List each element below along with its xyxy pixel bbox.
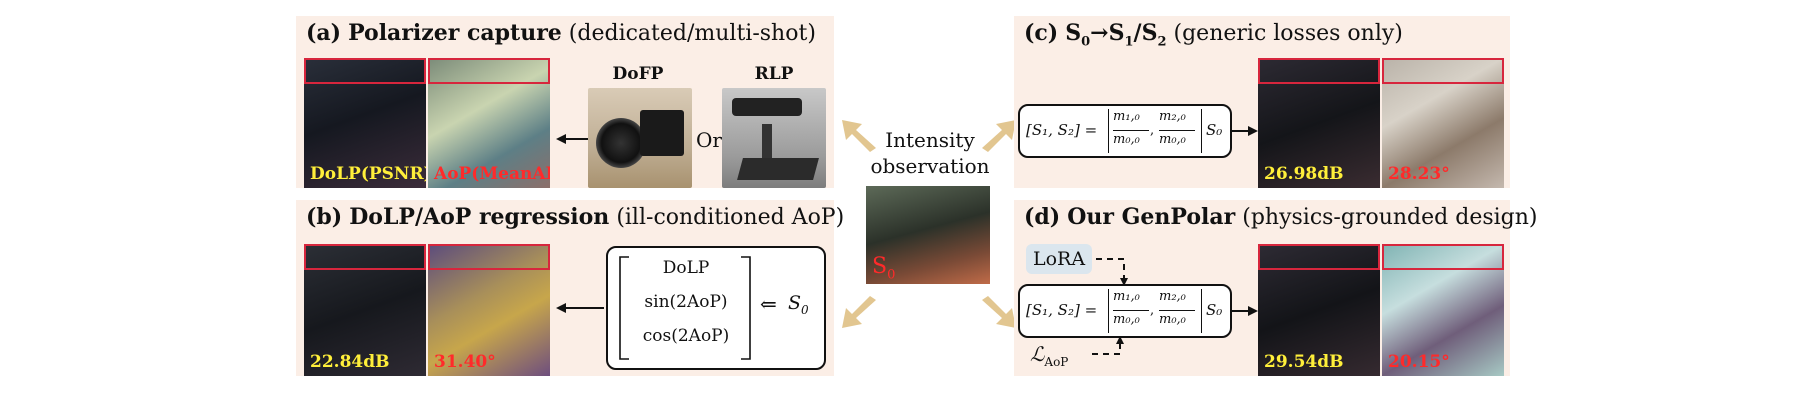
vector-row-cos: cos(2AoP) [642,326,730,346]
frac1-num: m₁,₀ [1113,109,1140,124]
panel-d-aop-value: 20.15° [1388,352,1450,372]
rlp-camera-photo [722,88,826,188]
s0-image-label: S0 [872,253,896,282]
lora-badge: LoRA [1026,244,1092,274]
zoom-inset [1258,244,1380,270]
vector-row-sin: sin(2AoP) [644,292,728,312]
panel-b-arrow [556,303,604,313]
panel-b-dolp-image: 22.84dB [304,244,426,376]
big-arrow-to-d [982,296,1016,328]
panel-a-dolp-image: DoLP(PSNR) [304,58,426,188]
zoom-inset [428,58,550,84]
panel-c-equation-box: [S₁, S₂] = m₁,₀ m₀,₀ , m₂,₀ m₀,₀ S₀ [1018,104,1232,158]
right-bracket [741,256,751,360]
panel-c-aop-image: 28.23° [1382,58,1504,188]
panel-b-aop-value: 31.40° [434,352,496,372]
equation-fraction-bracket: m₁,₀ m₀,₀ , m₂,₀ m₀,₀ [1108,109,1202,153]
panel-d-dolp-image: 29.54dB [1258,244,1380,376]
panel-d-title: (d) Our GenPolar (physics-grounded desig… [1024,204,1538,230]
loss-dashed-arrow [1092,336,1124,355]
frac2-num: m₂,₀ [1159,109,1186,124]
frac1-num: m₁,₀ [1113,289,1140,304]
panel-b-dolp-value: 22.84dB [310,352,390,372]
center-caption-line1: Intensity [885,128,975,152]
dofp-label: DoFP [612,64,664,84]
panel-c-dolp-image: 26.98dB [1258,58,1380,188]
frac2-den: m₀,₀ [1159,312,1186,327]
intensity-observation-image: S0 [866,186,990,284]
left-bracket [619,256,629,360]
regression-box: DoLP sin(2AoP) cos(2AoP) ⇐ S0 [606,246,826,370]
big-arrow-to-b [842,296,876,328]
zoom-inset [428,244,550,270]
big-arrow-to-c [982,120,1016,152]
vector-row-dolp: DoLP [662,258,710,278]
panel-b-aop-image: 31.40° [428,244,550,376]
panel-d-equation-box: [S₁, S₂] = m₁,₀ m₀,₀ , m₂,₀ m₀,₀ S₀ [1018,284,1232,338]
equation-rhs: S₀ [1206,301,1223,319]
dofp-camera-photo [588,88,692,188]
aop-loss-label: ℒAoP [1030,342,1069,369]
implication-arrow: ⇐ [760,292,777,316]
panel-c-dolp-value: 26.98dB [1264,164,1344,184]
dolp-psnr-label: DoLP(PSNR) [310,164,426,184]
equation-lhs: [S₁, S₂] = [1026,121,1098,139]
big-arrow-to-a [842,120,876,152]
panel-d-arrow [1232,306,1258,316]
panel-d-aop-image: 20.15° [1382,244,1504,376]
frac2-num: m₂,₀ [1159,289,1186,304]
frac1-den: m₀,₀ [1113,132,1140,147]
frac2-den: m₀,₀ [1159,132,1186,147]
zoom-inset [1382,58,1504,84]
zoom-inset [1382,244,1504,270]
frac1-den: m₀,₀ [1113,312,1140,327]
panel-a-aop-image: AoP(MeanAE) [428,58,550,188]
aop-meanae-label: AoP(MeanAE) [434,164,550,184]
panel-a-title: (a) Polarizer capture (dedicated/multi-s… [306,20,816,46]
panel-b-title: (b) DoLP/AoP regression (ill-conditioned… [306,204,845,230]
rlp-label: RLP [754,64,794,84]
panel-c-arrow [1232,126,1258,136]
lora-dashed-arrow [1096,258,1128,286]
zoom-inset [304,244,426,270]
equation-fraction-bracket: m₁,₀ m₀,₀ , m₂,₀ m₀,₀ [1108,289,1202,333]
or-label: Or [696,128,722,152]
panel-d-dolp-value: 29.54dB [1264,352,1344,372]
equation-rhs: S₀ [1206,121,1223,139]
center-caption-line2: observation [870,154,990,178]
equation-lhs: [S₁, S₂] = [1026,301,1098,319]
panel-c-title: (c) S0→S1/S2 (generic losses only) [1024,20,1403,50]
zoom-inset [304,58,426,84]
input-s0: S0 [788,292,809,317]
zoom-inset [1258,58,1380,84]
panel-c-aop-value: 28.23° [1388,164,1450,184]
